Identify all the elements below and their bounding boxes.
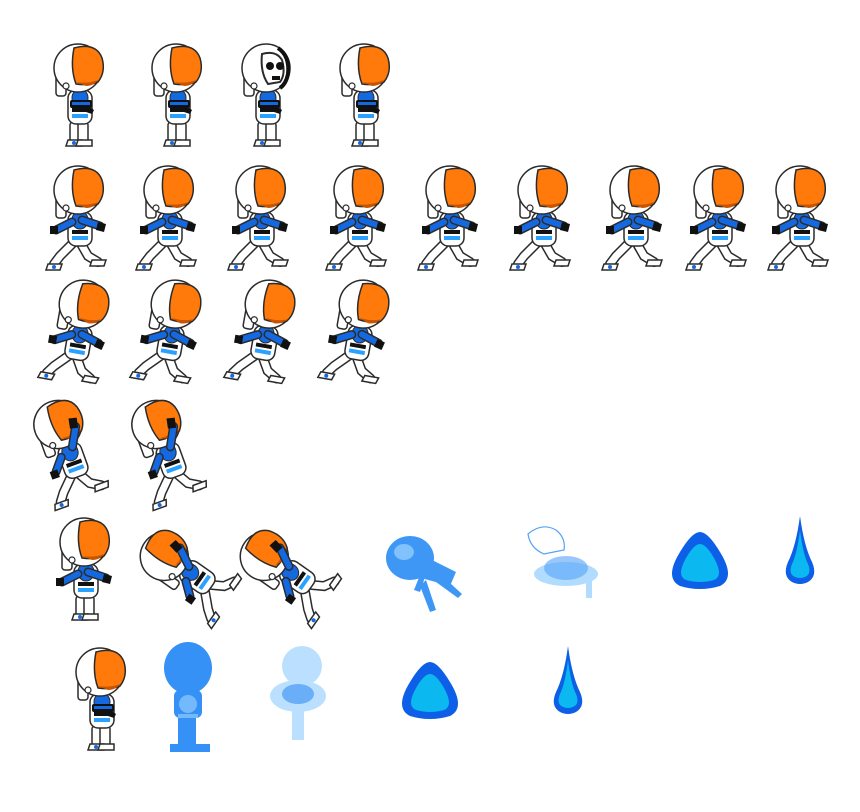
astronaut-idle-sprite [40,38,120,158]
astronaut-walk-sprite [680,160,760,280]
astronaut-idle-sprite [326,38,406,158]
sprite-graphic [270,646,326,740]
sprite-graphic [553,646,583,714]
astronaut-walk-sprite [222,160,302,280]
water-drop-sprite [528,642,608,762]
astronaut-walk-sprite [504,160,584,280]
sprite-graphic [527,526,598,598]
sprite-graphic [766,165,830,271]
sprite-graphic [164,642,212,752]
astronaut-walk-sprite [762,160,842,280]
sprite-graphic [134,165,198,271]
sprite-graphic [241,43,291,147]
astronaut-walk-sprite [130,160,210,280]
sprite-graphic [36,279,110,385]
astronaut-run-sprite [316,274,400,394]
sprite-graphic [33,399,110,512]
sprite-graphic [222,279,296,385]
sprite-graphic [672,532,728,589]
sprite-graphic [508,165,572,271]
astronaut-run-sprite [222,274,306,394]
sprite-graphic [44,165,108,271]
sprite-graphic [684,165,748,271]
ghost-stand-sprite [152,642,232,762]
sprite-graphic [75,647,127,751]
sprite-graphic [151,43,203,147]
astronaut-walk-sprite [320,160,400,280]
sprite-graphic [600,165,664,271]
ghost-fall-sprite [386,512,466,632]
sprite-graphic [316,279,390,385]
astronaut-hit-sprite [46,512,126,632]
astronaut-skull-sprite [228,38,308,158]
water-blob-sprite [390,642,470,762]
astronaut-fall-sprite [239,512,343,632]
astronaut-fall-sprite [139,512,243,632]
astronaut-walk-sprite [412,160,492,280]
sprite-graphic [324,165,388,271]
astronaut-walk-sprite [596,160,676,280]
ghost-melt-sprite [262,642,342,762]
astronaut-idle-sprite [62,642,142,762]
sprite-graphic [239,529,343,630]
astronaut-walk-sprite [40,160,120,280]
sprite-graphic [339,43,391,147]
water-blob-sprite [660,512,740,632]
astronaut-idle-sprite [138,38,218,158]
sprite-graphic [226,165,290,271]
sprite-graphic [56,517,112,621]
astronaut-run-sprite [128,274,212,394]
astronaut-jump-sprite [30,392,110,512]
sprite-graphic [785,516,815,584]
sprite-graphic [53,43,105,147]
sprite-graphic [128,279,202,385]
water-drop-sprite [760,512,840,632]
sprite-graphic [416,165,480,271]
astronaut-jump-sprite [128,392,208,512]
sprite-graphic [131,399,208,512]
sprite-graphic [402,662,458,719]
sprite-graphic [139,529,243,630]
sprite-graphic [386,536,462,612]
ghost-puddle-sprite [526,512,606,632]
astronaut-run-sprite [36,274,120,394]
